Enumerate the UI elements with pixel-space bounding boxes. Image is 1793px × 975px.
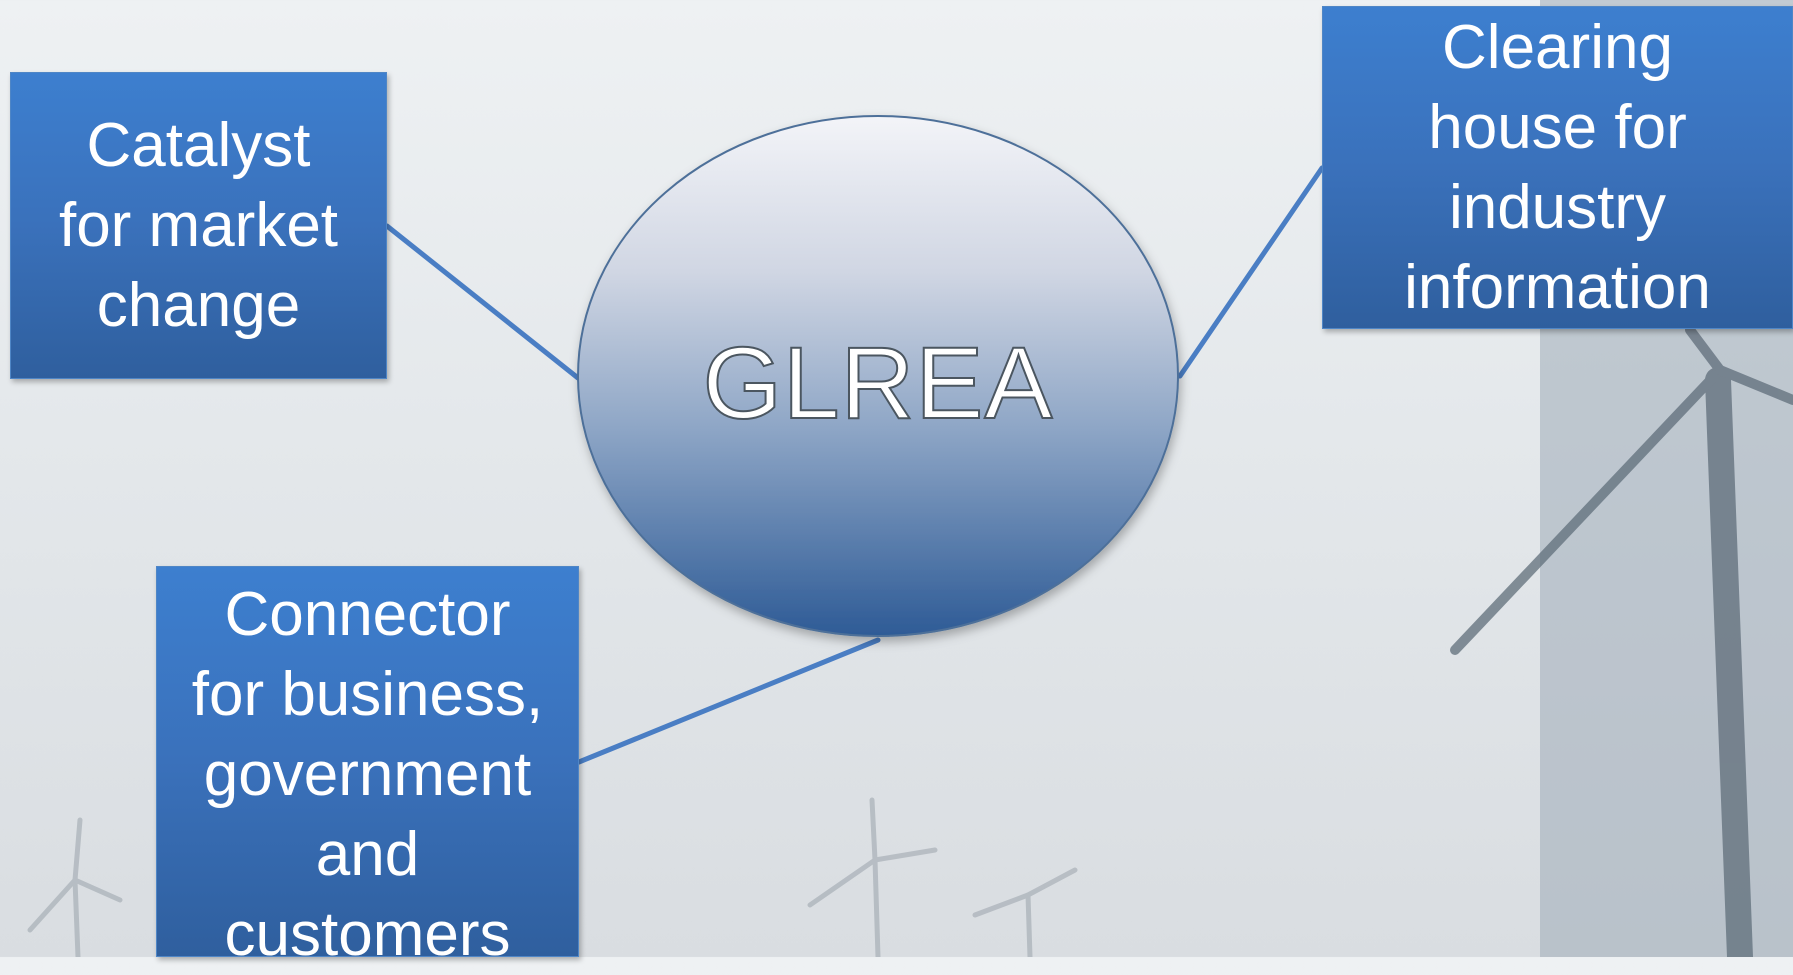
connector-box: Connector for business, government and c… [156, 566, 579, 969]
box-text-line: and [315, 820, 420, 889]
connector-line-clearing [1177, 165, 1325, 379]
box-text-line: Catalyst [86, 110, 311, 180]
connector-line-connector [576, 637, 881, 765]
box-text-line: for business, [191, 660, 544, 729]
connector-line-catalyst [384, 223, 581, 381]
clearing-house-box: Clearing house for industry information [1322, 6, 1793, 329]
box-text-line: house for [1428, 92, 1687, 162]
center-ellipse [577, 115, 1179, 637]
box-text-line: government [203, 740, 532, 809]
box-text-line: change [96, 270, 301, 340]
box-text-line: information [1404, 252, 1711, 322]
box-text-line: Connector [224, 580, 511, 649]
box-text-line: Clearing [1442, 12, 1673, 82]
center-label: GLREA [702, 325, 1054, 441]
box-text-line: customers [224, 900, 511, 969]
catalyst-box: Catalyst for market change [10, 72, 387, 379]
box-text-line: for market [58, 190, 339, 260]
box-text-line: industry [1448, 172, 1667, 242]
